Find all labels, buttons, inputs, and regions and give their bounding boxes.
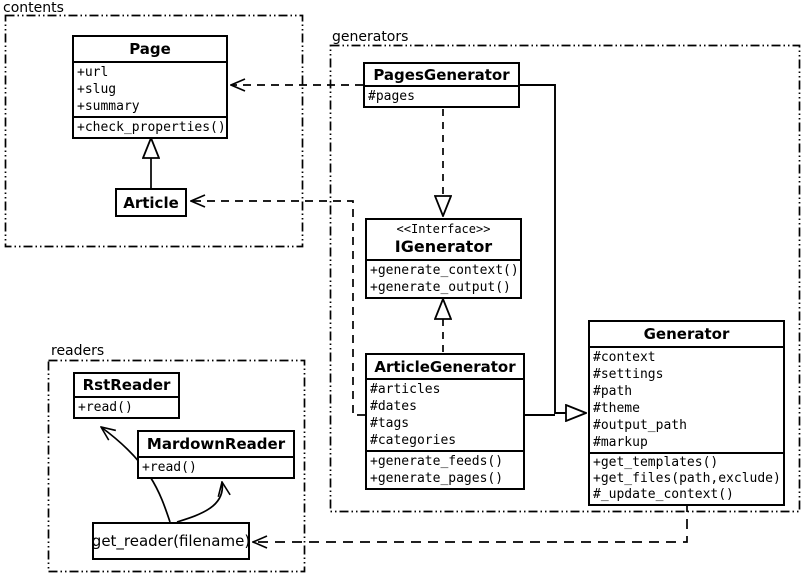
package-readers-label: readers [51, 343, 105, 359]
generator-attr-markup: #markup [593, 435, 648, 450]
articlegenerator-method-generate-feeds: +generate_feeds() [370, 454, 504, 469]
get-reader-function-box: get_reader(filename) [92, 522, 250, 560]
arrow-getreader-to-mardownreader [176, 482, 222, 523]
class-igenerator-header: <<Interface>> IGenerator [367, 220, 520, 261]
package-contents-label: contents [3, 0, 64, 16]
inheritance-generators-to-generator [520, 84, 586, 413]
generator-attr-output-path: #output_path [593, 418, 687, 433]
page-attr-url: +url [77, 65, 109, 80]
class-page-methods: +check_properties() [74, 118, 226, 137]
generator-method-get-templates: +get_templates() [593, 455, 719, 470]
class-igenerator: <<Interface>> IGenerator +generate_conte… [365, 218, 522, 299]
class-pages-generator-attributes: #pages [365, 87, 518, 106]
class-article-generator: ArticleGenerator #articles #dates #tags … [365, 353, 525, 490]
articlegenerator-attr-articles: #articles [370, 382, 441, 397]
class-article-generator-name: ArticleGenerator [367, 355, 523, 380]
package-contents-border [4, 14, 304, 248]
mardownreader-method-read: +read() [142, 460, 197, 475]
igenerator-method-generate-context: +generate_context() [370, 263, 519, 278]
package-generators-label: generators [332, 29, 409, 45]
generator-method-get-files: +get_files(path,exclude) [593, 471, 781, 486]
class-mardown-reader-methods: +read() [139, 458, 293, 477]
generator-attr-theme: #theme [593, 401, 640, 416]
page-method-check-properties: +check_properties() [77, 120, 226, 135]
class-article: Article [115, 188, 187, 217]
generator-method-update-context: #_update_context() [593, 487, 734, 502]
class-page: Page +url +slug +summary +check_properti… [72, 35, 228, 139]
dependency-articlegenerator-to-article [191, 201, 365, 416]
class-rst-reader: RstReader +read() [73, 372, 180, 419]
articlegenerator-attr-tags: #tags [370, 416, 410, 431]
class-mardown-reader-name: MardownReader [139, 432, 293, 458]
igenerator-stereotype: <<Interface>> [396, 222, 491, 236]
class-igenerator-methods: +generate_context() +generate_output() [367, 261, 520, 297]
class-generator-attributes: #context #settings #path #theme #output_… [590, 348, 783, 454]
class-article-generator-attributes: #articles #dates #tags #categories [367, 380, 523, 452]
class-pages-generator: PagesGenerator #pages [363, 62, 520, 108]
package-generators-border [329, 44, 801, 513]
class-article-name: Article [123, 193, 179, 212]
page-attr-slug: +slug [77, 82, 117, 97]
class-rst-reader-name: RstReader [75, 374, 178, 398]
generator-attr-settings: #settings [593, 367, 664, 382]
rstreader-method-read: +read() [78, 400, 133, 415]
dependency-generator-to-getreader [253, 502, 688, 542]
class-generator-name: Generator [590, 322, 783, 348]
articlegenerator-attr-dates: #dates [370, 399, 417, 414]
generator-attr-path: #path [593, 384, 633, 399]
class-rst-reader-methods: +read() [75, 398, 178, 417]
class-igenerator-name: IGenerator [394, 237, 493, 256]
class-page-name: Page [74, 37, 226, 63]
articlegenerator-method-generate-pages: +generate_pages() [370, 471, 504, 486]
class-mardown-reader: MardownReader +read() [137, 430, 295, 479]
articlegenerator-attr-categories: #categories [370, 433, 457, 448]
igenerator-method-generate-output: +generate_output() [370, 280, 511, 295]
class-generator: Generator #context #settings #path #them… [588, 320, 785, 506]
class-generator-methods: +get_templates() +get_files(path,exclude… [590, 454, 783, 504]
generator-attr-context: #context [593, 350, 656, 365]
class-pages-generator-name: PagesGenerator [365, 64, 518, 87]
page-attr-summary: +summary [77, 99, 140, 114]
class-article-generator-methods: +generate_feeds() +generate_pages() [367, 452, 523, 488]
package-readers-border [47, 359, 306, 573]
pagesgenerator-attr-pages: #pages [368, 89, 415, 104]
class-page-attributes: +url +slug +summary [74, 63, 226, 118]
